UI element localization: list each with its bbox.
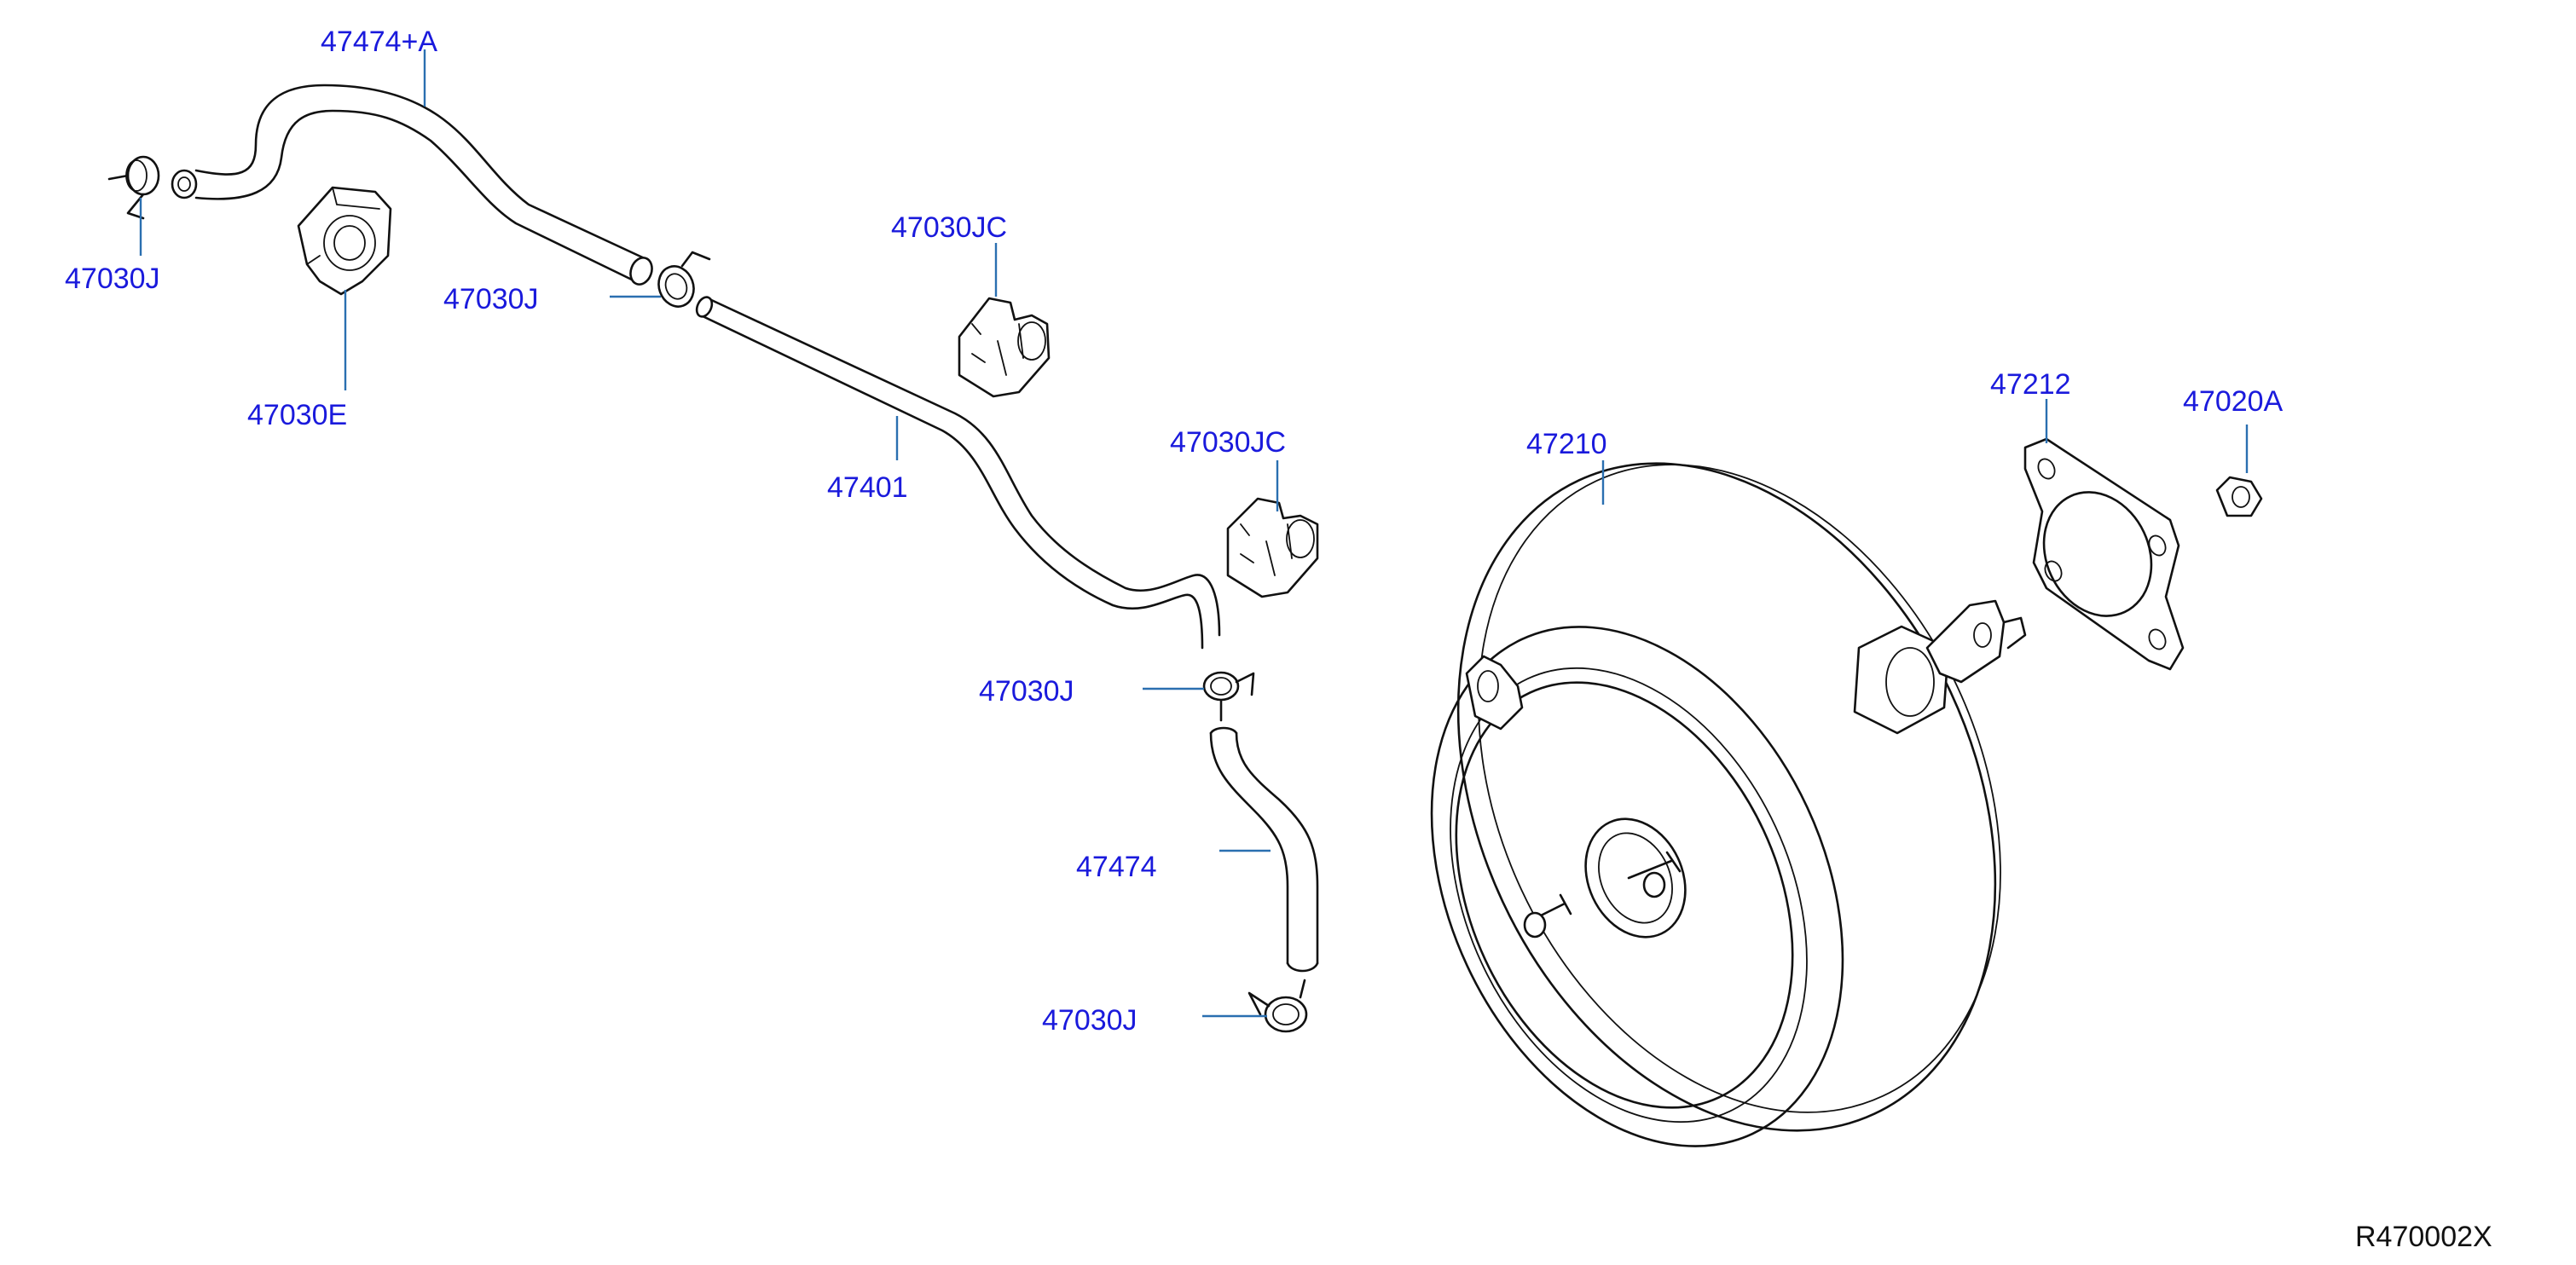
nut bbox=[2215, 476, 2263, 517]
part-label-gasket: 47212 bbox=[1990, 368, 2071, 401]
clamp-icon bbox=[107, 155, 160, 220]
part-label-clamp-mid: 47030J bbox=[443, 283, 539, 315]
brake-booster bbox=[1430, 462, 2027, 1147]
reference-code: R470002X bbox=[2355, 1221, 2492, 1253]
gasket bbox=[2023, 437, 2185, 671]
part-label-hose-upper: 47474+A bbox=[321, 26, 437, 58]
part-label-tube: 47401 bbox=[827, 471, 908, 504]
leader-lines bbox=[139, 49, 2249, 1018]
clip-icon bbox=[1226, 497, 1319, 598]
part-label-clamp-bottom: 47030J bbox=[1042, 1004, 1137, 1037]
clamp-icon bbox=[1247, 979, 1308, 1033]
part-label-clip-jc-lower: 47030JC bbox=[1170, 426, 1286, 459]
part-label-booster: 47210 bbox=[1526, 428, 1607, 460]
part-label-clamp-lower: 47030J bbox=[979, 675, 1074, 708]
part-label-clip-jc-upper: 47030JC bbox=[891, 211, 1007, 244]
lower-hose bbox=[1209, 726, 1319, 973]
clamp-icon bbox=[657, 251, 711, 308]
part-label-nut: 47020A bbox=[2183, 385, 2284, 418]
part-label-hose-lower: 47474 bbox=[1076, 851, 1157, 883]
upper-hose bbox=[171, 84, 653, 286]
vacuum-tube bbox=[695, 296, 1221, 650]
clamp-icon bbox=[1202, 671, 1255, 722]
part-label-clamp-top-left: 47030J bbox=[65, 263, 160, 295]
part-label-clip-top: 47030E bbox=[247, 399, 347, 431]
clip-icon bbox=[297, 186, 392, 296]
clip-icon bbox=[958, 297, 1051, 398]
